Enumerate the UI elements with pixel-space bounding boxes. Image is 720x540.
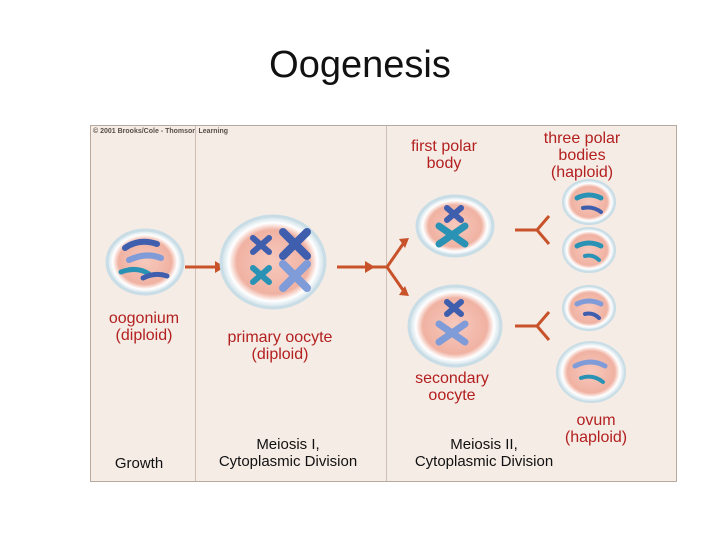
stage-meiosis-1-line1: Meiosis I, [256,436,320,453]
stage-meiosis-1: Meiosis I, Cytoplasmic Division [200,436,376,470]
stage-growth: Growth [114,455,164,472]
slide-title: Oogenesis [269,44,451,86]
label-first-polar-body: first polar body [396,138,492,172]
label-ovum-line1: ovum [576,412,616,429]
label-oogonium: oogonium (diploid) [96,310,192,344]
arrow-split-1-up-head [399,238,409,248]
stage-divider-1 [195,126,196,481]
first-polar-body-cell [415,194,495,258]
label-secondary-oocyte-line1: secondary [415,370,489,387]
oogenesis-artwork [105,179,626,403]
oogonium-cell [105,228,185,296]
label-ovum: ovum (haploid) [548,412,644,446]
label-three-polar-bodies-line3: (haploid) [550,164,614,181]
label-three-polar-bodies-line2: bodies [558,147,606,164]
stage-meiosis-2: Meiosis II, Cytoplasmic Division [400,436,568,470]
primary-oocyte-chromosomes [250,228,311,292]
stage-meiosis-2-line1: Meiosis II, [450,436,518,453]
primary-oocyte-cell [219,214,327,310]
label-oogonium-line1: oogonium [108,310,180,327]
first-polar-body-chromosomes [435,205,469,248]
stage-meiosis-2-line2: Cytoplasmic Division [414,453,554,470]
label-first-polar-body-line1: first polar [411,138,477,155]
label-first-polar-body-line2: body [426,155,462,172]
secondary-oocyte-chromosomes [435,299,469,346]
arrow-split-1-down-head [399,286,409,296]
label-three-polar-bodies: three polar bodies (haploid) [526,130,638,181]
label-three-polar-bodies-line1: three polar [543,130,621,147]
arrow-split-2 [515,215,551,245]
copyright-text: © 2001 Brooks/Cole - Thomson Learning [93,128,229,135]
oogonium-chromosomes [118,238,170,281]
label-oogonium-line2: (diploid) [115,327,173,344]
arrow-split-1 [363,243,405,291]
label-primary-oocyte-line2: (diploid) [251,346,309,363]
label-primary-oocyte: primary oocyte (diploid) [212,329,348,363]
polar-body-3 [562,285,616,331]
ovum-cell [556,341,626,403]
polar-body-1 [562,179,616,225]
label-secondary-oocyte-line2: oocyte [428,387,476,404]
stage-divider-2 [386,126,387,481]
oogenesis-figure: © 2001 Brooks/Cole - Thomson Learning [90,125,677,482]
arrow-split-3 [515,311,551,341]
label-secondary-oocyte: secondary oocyte [400,370,504,404]
label-ovum-line2: (haploid) [564,429,628,446]
stage-meiosis-1-line2: Cytoplasmic Division [218,453,358,470]
label-primary-oocyte-line1: primary oocyte [227,329,333,346]
polar-body-2 [562,227,616,273]
secondary-oocyte-cell [407,284,503,368]
